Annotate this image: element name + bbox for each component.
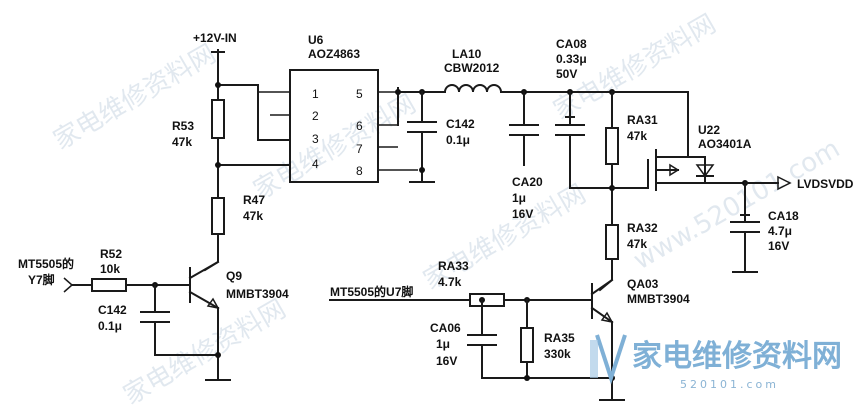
ca06-ref: CA06 [430,321,461,335]
ca18-value: 4.7μ [768,224,792,238]
u6-pin-3: 3 [312,132,319,146]
ra35-value: 330k [544,347,571,361]
ra32-value: 47k [627,237,647,251]
ca20-capacitor: CA20 1μ 16V [509,89,543,221]
u6-pin-2: 2 [312,109,319,123]
ca06-value: 1μ [436,337,450,351]
r52-ref: R52 [100,247,122,261]
watermark-tile: www.520101.com [629,134,846,276]
ca18-ref: CA18 [768,209,799,223]
ca08-ref: CA08 [556,37,587,51]
r47-value: 47k [243,209,263,223]
output-net: LVDSVDD [742,175,854,191]
ra35-resistor: RA35 330k [520,299,575,381]
logo-text: 家电维修资料网 [632,339,842,374]
r47-ref: R47 [243,193,265,207]
la10-ref: LA10 [452,47,482,61]
u22-ref: U22 [698,123,720,137]
la10-inductor: LA10 CBW2012 [443,47,611,94]
input-u7-label: MT5505的U7脚 [330,284,413,299]
u6-pin-5: 5 [356,87,363,101]
ca08-value: 0.33μ [556,52,587,66]
q9-transistor: Q9 MMBT3904 [188,260,289,381]
watermark-tile: 家电维修资料网 [49,39,222,156]
output-label: LVDSVDD [797,177,854,191]
q9-part: MMBT3904 [226,287,289,301]
u6-ref: U6 [308,33,324,47]
c142a-capacitor: C142 0.1μ [407,91,475,183]
u22-part: AO3401A [698,137,752,151]
u6-pin-8: 8 [356,164,363,178]
u22-mosfet: U22 AO3401A [611,91,752,191]
ca20-value: 1μ [512,191,526,205]
site-logo: 家电维修资料网 520101.com [590,334,842,391]
ra33-resistor: RA33 4.7k [438,259,591,307]
ra33-value: 4.7k [438,275,462,289]
q9-ref: Q9 [226,269,242,283]
input-y7: MT5505的 Y7脚 [18,256,93,293]
input-y7-pin: Y7脚 [28,272,55,287]
r52-resistor: R52 10k [91,247,189,292]
c142b-capacitor: C142 0.1μ [98,284,219,356]
ca08-voltage: 50V [556,67,577,81]
ca06-capacitor: CA06 1μ 16V [430,299,613,379]
u6-pin-6: 6 [356,119,363,133]
supply-net: +12V-IN [193,31,291,141]
logo-url: 520101.com [680,378,779,391]
ca20-ref: CA20 [512,175,543,189]
r53-value: 47k [172,135,192,149]
c142a-ref: C142 [446,117,475,131]
ra33-ref: RA33 [438,259,469,273]
c142b-value: 0.1μ [98,319,122,333]
ra31-resistor: RA31 47k [605,89,658,226]
ra32-ref: RA32 [627,221,658,235]
ra31-ref: RA31 [627,113,658,127]
u6-pin-4: 4 [312,157,319,171]
u6-pin-7: 7 [356,142,363,156]
u6-part: AOZ4863 [308,47,360,61]
ca18-voltage: 16V [768,239,789,253]
input-y7-label: MT5505的 [18,256,74,271]
qa03-part: MMBT3904 [627,292,690,306]
input-u7: MT5505的U7脚 [329,284,471,301]
ca20-voltage: 16V [512,207,533,221]
ca08-capacitor: CA08 0.33μ 50V [555,37,613,189]
ca18-capacitor: CA18 4.7μ 16V [730,182,799,273]
r47-resistor: R47 47k [211,193,265,235]
u6-pin-1: 1 [312,87,319,101]
r53-ref: R53 [172,119,194,133]
qa03-transistor: QA03 MMBT3904 [590,277,690,401]
r53-resistor: R53 47k [172,99,225,149]
c142b-ref: C142 [98,303,127,317]
ca06-voltage: 16V [436,354,457,368]
la10-part: CBW2012 [444,61,500,75]
c142a-value: 0.1μ [446,133,470,147]
supply-label: +12V-IN [193,31,237,45]
ra35-ref: RA35 [544,331,575,345]
qa03-ref: QA03 [627,277,659,291]
ra31-value: 47k [627,129,647,143]
ra32-resistor: RA32 47k [598,221,658,292]
r52-value: 10k [100,262,120,276]
